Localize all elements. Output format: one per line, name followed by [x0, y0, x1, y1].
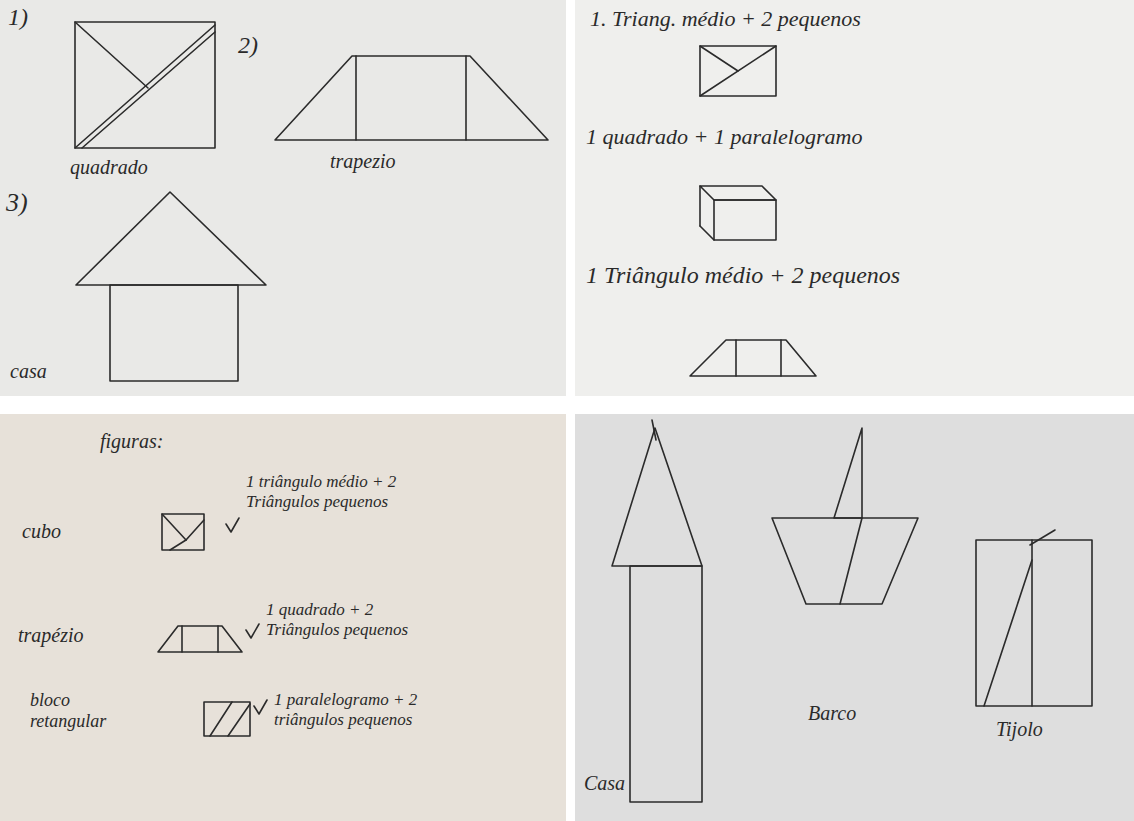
- handwritten-label: 1 quadrado + 1 paralelogramo: [586, 124, 862, 149]
- paper-panel: [0, 0, 566, 396]
- trapezoid-sketch: [158, 626, 242, 652]
- handwritten-label: 1 quadrado + 2 Triângulos pequenos: [266, 600, 431, 639]
- paper-panel: [575, 0, 1134, 396]
- square-sketch: [75, 22, 215, 148]
- handwritten-label: Tijolo: [996, 718, 1043, 741]
- handwritten-label: 2): [238, 32, 258, 60]
- handwritten-label: 1): [8, 4, 28, 32]
- check-mark: [246, 624, 259, 638]
- box-sketch: [700, 186, 776, 240]
- handwritten-label: 1 paralelogramo + 2 triângulos pequenos: [274, 690, 449, 729]
- handwritten-label: trapézio: [18, 624, 84, 647]
- check-mark: [254, 700, 267, 714]
- trapezoid-sketch: [690, 340, 816, 376]
- handwritten-label: quadrado: [70, 156, 148, 179]
- paper-panel: [0, 414, 566, 821]
- handwritten-label: bloco retangular: [30, 690, 125, 731]
- square-sketch: [700, 46, 776, 96]
- handwritten-label: casa: [10, 360, 47, 383]
- boat-sketch: [772, 428, 918, 604]
- house-sketch: [76, 192, 266, 381]
- cube-sketch: [162, 514, 204, 550]
- handwritten-label: cubo: [22, 520, 61, 543]
- handwritten-label: 1 Triângulo médio + 2 pequenos: [586, 262, 900, 290]
- check-mark: [226, 518, 239, 532]
- handwritten-label: figuras:: [100, 430, 163, 453]
- brick-sketch: [976, 530, 1092, 706]
- paper-panel: [575, 414, 1134, 821]
- block-sketch: [204, 702, 250, 736]
- handwritten-label: 3): [6, 188, 28, 218]
- trapezoid-sketch: [275, 56, 548, 140]
- house-sketch: [612, 420, 702, 802]
- handwritten-label: trapezio: [330, 150, 396, 173]
- handwritten-label: Barco: [808, 702, 856, 725]
- handwritten-label: Casa: [584, 772, 625, 795]
- handwritten-label: 1. Triang. médio + 2 pequenos: [590, 6, 861, 31]
- handwritten-label: 1 triângulo médio + 2 Triângulos pequeno…: [246, 472, 421, 511]
